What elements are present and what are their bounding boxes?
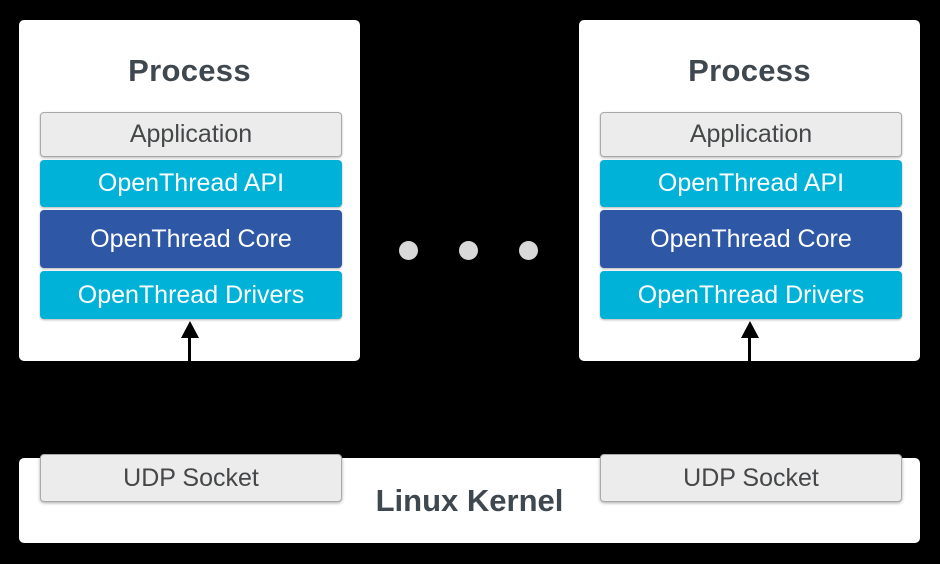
- dot-icon: [399, 241, 418, 260]
- linux-kernel-label: Linux Kernel: [375, 482, 564, 518]
- process-title: Process: [688, 53, 811, 88]
- dot-icon: [459, 241, 478, 260]
- layer-openthread-core: OpenThread Core: [600, 210, 902, 268]
- linux-kernel-bar: Linux Kernel UDP Socket UDP Socket: [19, 454, 920, 543]
- process-card-left: Process Application OpenThread API OpenT…: [19, 20, 360, 361]
- process-title: Process: [128, 53, 251, 88]
- up-arrow-line: [748, 336, 751, 361]
- layer-application: Application: [40, 112, 342, 157]
- ellipsis-dots: [399, 241, 538, 260]
- layer-openthread-drivers: OpenThread Drivers: [600, 271, 902, 319]
- udp-socket-right: UDP Socket: [600, 454, 902, 502]
- layer-openthread-drivers: OpenThread Drivers: [40, 271, 342, 319]
- layer-openthread-api: OpenThread API: [600, 160, 902, 207]
- up-arrow-head-icon: [180, 321, 199, 338]
- layer-openthread-core: OpenThread Core: [40, 210, 342, 268]
- process-card-right: Process Application OpenThread API OpenT…: [579, 20, 920, 361]
- layer-application: Application: [600, 112, 902, 157]
- up-arrow-head-icon: [740, 321, 759, 338]
- dot-icon: [519, 241, 538, 260]
- up-arrow-line: [188, 336, 191, 361]
- udp-socket-left: UDP Socket: [40, 454, 342, 502]
- layer-openthread-api: OpenThread API: [40, 160, 342, 207]
